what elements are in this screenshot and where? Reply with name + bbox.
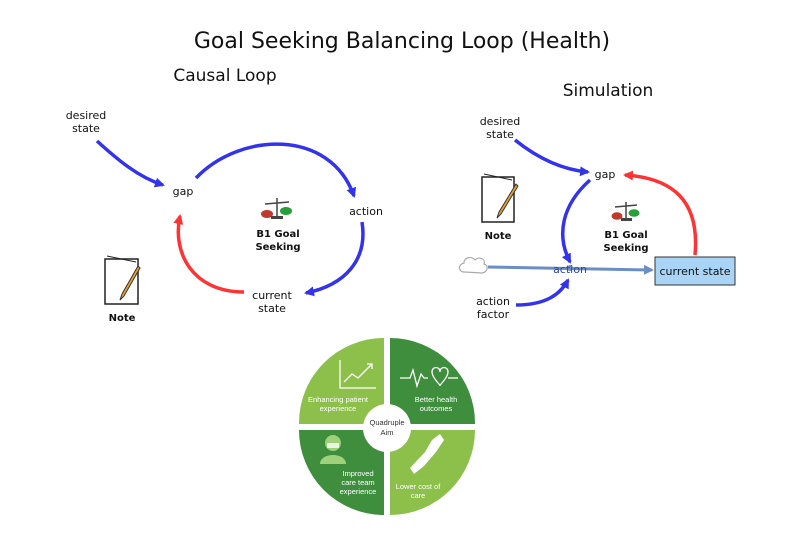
handshake-icon: [410, 434, 444, 474]
sim-link-desired-to-gap[interactable]: [513, 138, 590, 177]
causal-link-desired-to-gap[interactable]: [95, 139, 165, 188]
lower-cost-line1: Lower cost of: [396, 482, 442, 491]
quadruple-aim-wheel: [298, 338, 476, 515]
sim-link-gap-to-action[interactable]: [561, 178, 592, 264]
health-outcomes-line1: Better health: [415, 395, 458, 404]
causal-action-label[interactable]: action: [349, 205, 383, 218]
causal-gap-label[interactable]: gap: [173, 185, 194, 198]
quadrant-patient-experience: [298, 338, 384, 424]
causal-loop-heading: Causal Loop: [173, 66, 276, 86]
simulation-heading: Simulation: [563, 81, 654, 101]
sim-desired-state-line2: state: [486, 128, 514, 141]
patient-experience-line1: Enhancing patient: [308, 395, 369, 404]
sim-current-state-label: current state: [659, 265, 730, 278]
sim-action-factor-line1[interactable]: action: [476, 295, 510, 308]
causal-link-current-to-gap[interactable]: [173, 214, 245, 294]
causal-current-state-line2[interactable]: state: [258, 302, 286, 315]
sim-current-state-stock[interactable]: [654, 256, 736, 286]
sim-note-icon[interactable]: [481, 173, 519, 223]
sim-link-factor-to-action[interactable]: [515, 278, 570, 307]
sim-gap-label[interactable]: gap: [595, 168, 616, 181]
causal-link-action-to-current[interactable]: [304, 221, 365, 297]
care-team-line3: experience: [340, 487, 377, 496]
clinician-icon: [320, 435, 346, 464]
causal-note-label: Note: [109, 313, 136, 324]
cloud-source-icon: [458, 257, 488, 274]
causal-current-state-line1[interactable]: current: [252, 289, 292, 302]
sim-action-label[interactable]: action: [553, 263, 587, 276]
health-outcomes-line2: outcomes: [420, 404, 453, 413]
sim-loop-label-line2: Seeking: [603, 243, 648, 254]
causal-loop-label-line2: Seeking: [255, 242, 300, 253]
quadrant-health-outcomes: [390, 338, 476, 424]
care-team-line2: care team: [341, 478, 374, 487]
lower-cost-line2: care: [411, 491, 426, 500]
chart-trend-icon: [339, 360, 376, 389]
sim-loop-label-line1: B1 Goal: [604, 230, 647, 241]
sim-flow-valve[interactable]: [567, 265, 573, 271]
center-label-line2: Aim: [381, 428, 394, 437]
page-title: Goal Seeking Balancing Loop (Health): [194, 29, 610, 54]
quadrant-care-team: [299, 430, 384, 515]
care-team-line1: Improved: [342, 469, 373, 478]
balance-scale-icon: [261, 198, 292, 219]
sim-link-current-to-gap[interactable]: [623, 170, 698, 256]
causal-desired-state-line1: desired: [66, 109, 107, 122]
patient-experience-line2: experience: [320, 404, 357, 413]
center-label-line1: Quadruple: [369, 418, 404, 427]
sim-note-label: Note: [485, 231, 512, 242]
quadrant-lower-cost: [390, 430, 475, 515]
causal-loop-label-line1: B1 Goal: [256, 229, 299, 240]
sim-balance-scale-icon: [611, 202, 640, 221]
causal-note-icon[interactable]: [104, 255, 141, 305]
sim-desired-state-line1: desired: [480, 115, 521, 128]
causal-desired-state-line2: state: [72, 122, 100, 135]
heartbeat-icon: [400, 366, 458, 389]
causal-link-gap-to-action[interactable]: [194, 142, 357, 198]
wheel-center: [363, 404, 411, 452]
sim-action-factor-line2[interactable]: factor: [477, 308, 510, 321]
